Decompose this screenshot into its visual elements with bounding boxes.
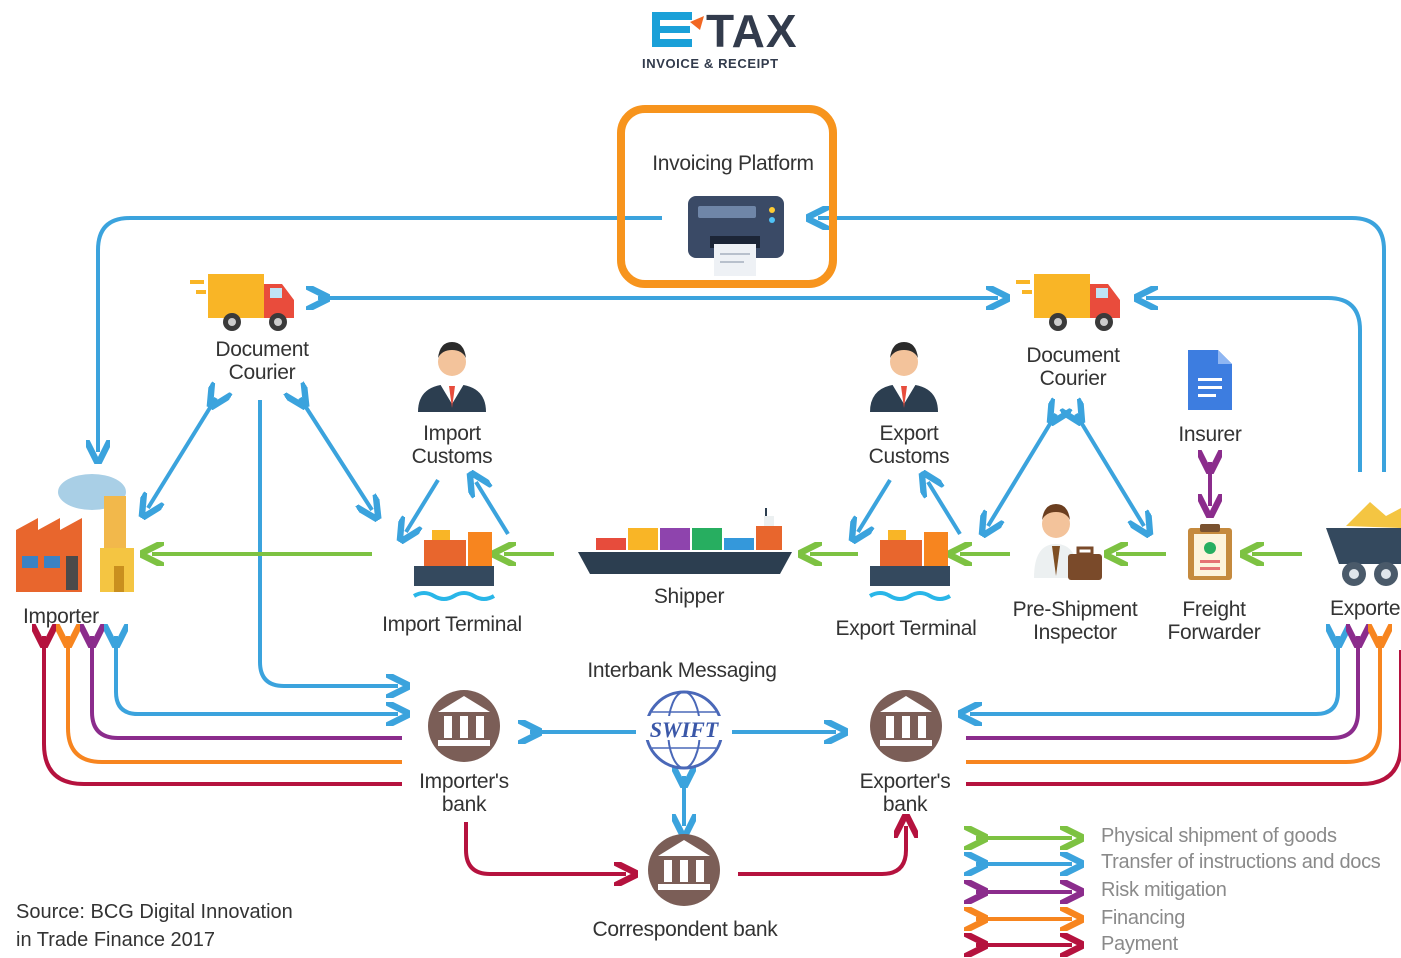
clipboard-icon	[1188, 524, 1232, 580]
officer-icon-import	[418, 342, 486, 412]
swift-text: SWIFT	[650, 717, 720, 742]
bank-icon-exporter	[870, 690, 942, 762]
etax-logo-mark	[652, 12, 704, 47]
inspector-icon	[1034, 504, 1102, 580]
logo-subtitle: INVOICE & RECEIPT	[642, 56, 779, 71]
export-terminal-label: Export Terminal	[835, 617, 977, 640]
export-customs-label: Export Customs	[868, 422, 950, 468]
exporters-bank-label: Exporter's bank	[859, 770, 951, 816]
bank-icon-correspondent	[648, 834, 720, 906]
truck-icon-left	[190, 274, 294, 331]
legend-goods-label: Physical shipment of goods	[1101, 825, 1337, 847]
terminal-icon-export	[868, 530, 952, 601]
blue-doc-flows	[98, 218, 1386, 826]
pre-shipment-label: Pre-Shipment Inspector	[1012, 598, 1138, 644]
courier-left-label: Document Courier	[215, 338, 309, 384]
exporter-finance-flows	[966, 636, 1401, 786]
officer-icon-export	[870, 342, 938, 412]
importers-bank-label: Importer's bank	[419, 770, 509, 816]
mining-cart-icon	[1326, 502, 1401, 586]
courier-right-label: Document Courier	[1026, 344, 1120, 390]
factory-icon	[16, 474, 134, 592]
legend-payment-label: Payment	[1101, 933, 1178, 955]
interbank-messaging-label: Interbank Messaging	[587, 659, 777, 682]
printer-icon	[688, 196, 784, 276]
legend-financing-label: Financing	[1101, 907, 1186, 929]
legend-docs-label: Transfer of instructions and docs	[1101, 851, 1381, 873]
invoicing-platform-highlight	[617, 105, 837, 288]
swift-globe-icon: SWIFT	[644, 690, 724, 770]
freight-forwarder-label: Freight Forwarder	[1167, 598, 1261, 644]
insurer-label: Insurer	[1178, 423, 1242, 446]
correspondent-bank-label: Correspondent bank	[592, 918, 778, 941]
document-icon	[1188, 350, 1232, 410]
legend-risk-label: Risk mitigation	[1101, 879, 1227, 901]
correspondent-payment-flows	[464, 822, 906, 874]
import-customs-label: Import Customs	[411, 422, 493, 468]
exporter-label: Exporter	[1330, 597, 1401, 620]
bank-icon-importer	[428, 690, 500, 762]
importer-label: Importer	[23, 605, 99, 628]
cargo-ship-icon	[578, 508, 792, 574]
importer-finance-flows	[44, 636, 402, 786]
logo-wordmark: TAX	[706, 5, 798, 57]
legend-arrows	[976, 838, 1072, 945]
invoicing-platform-label: Invoicing Platform	[652, 152, 814, 175]
terminal-icon-import	[412, 530, 496, 601]
truck-icon-right	[1016, 274, 1120, 331]
import-terminal-label: Import Terminal	[382, 613, 522, 636]
source-citation: Source: BCG Digital Innovation in Trade …	[16, 901, 293, 951]
shipper-label: Shipper	[653, 585, 725, 608]
